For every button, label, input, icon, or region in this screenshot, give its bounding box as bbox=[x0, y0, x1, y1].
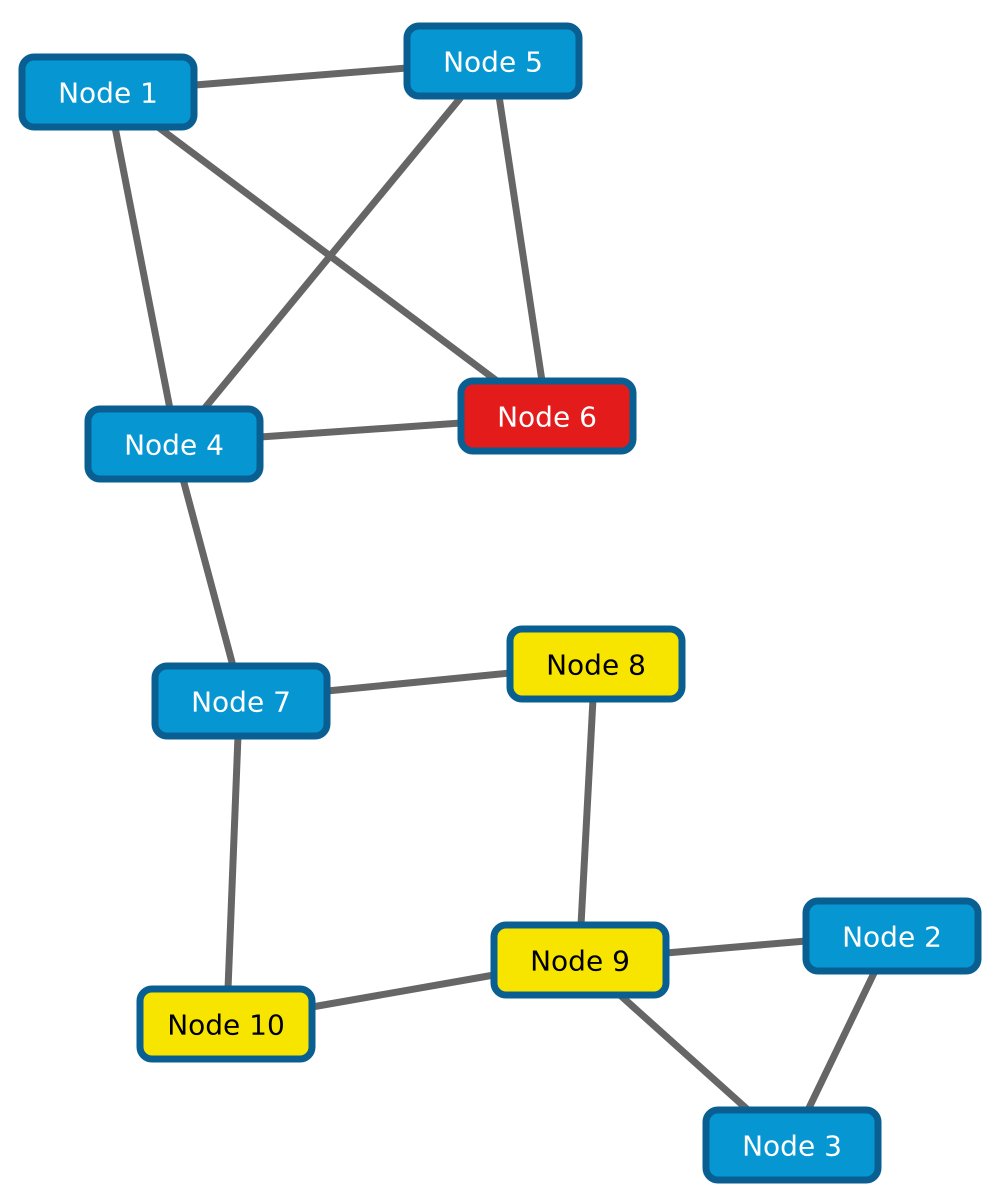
node-box[interactable] bbox=[151, 662, 331, 740]
edge-n2-n3 bbox=[804, 969, 879, 1112]
edge-n10-n9 bbox=[311, 971, 495, 1011]
node-label: Node 3 bbox=[742, 1130, 842, 1163]
node-label: Node 10 bbox=[167, 1009, 285, 1042]
edge-n5-n6 bbox=[495, 95, 546, 382]
node-box[interactable] bbox=[403, 22, 583, 100]
node-box[interactable] bbox=[702, 1106, 882, 1184]
node-label: Node 1 bbox=[58, 77, 158, 110]
node-label: Node 6 bbox=[497, 401, 597, 434]
edge-n9-n2 bbox=[665, 937, 807, 957]
edge-n4-n6 bbox=[259, 419, 462, 441]
edges-layer bbox=[111, 64, 879, 1113]
node-4[interactable]: Node 4 bbox=[84, 405, 264, 483]
node-7[interactable]: Node 7 bbox=[151, 662, 331, 740]
edge-n1-n5 bbox=[194, 64, 408, 89]
node-8[interactable]: Node 8 bbox=[506, 625, 686, 703]
node-5[interactable]: Node 5 bbox=[403, 22, 583, 100]
node-2[interactable]: Node 2 bbox=[802, 897, 982, 975]
node-6[interactable]: Node 6 bbox=[457, 377, 637, 455]
node-box[interactable] bbox=[136, 985, 316, 1063]
edge-n4-n7 bbox=[179, 478, 237, 667]
node-box[interactable] bbox=[18, 53, 198, 131]
edge-n8-n9 bbox=[577, 698, 597, 926]
edge-n5-n4 bbox=[201, 93, 465, 412]
node-box[interactable] bbox=[506, 625, 686, 703]
node-box[interactable] bbox=[490, 921, 670, 999]
node-1[interactable]: Node 1 bbox=[18, 53, 198, 131]
node-label: Node 2 bbox=[842, 921, 942, 954]
node-3[interactable]: Node 3 bbox=[702, 1106, 882, 1184]
node-box[interactable] bbox=[84, 405, 264, 483]
edge-n1-n4 bbox=[111, 126, 174, 410]
edge-n7-n10 bbox=[224, 735, 242, 990]
node-label: Node 7 bbox=[191, 686, 291, 719]
node-10[interactable]: Node 10 bbox=[136, 985, 316, 1063]
edge-n9-n3 bbox=[617, 992, 751, 1113]
node-label: Node 4 bbox=[124, 429, 224, 462]
node-label: Node 9 bbox=[530, 945, 630, 978]
edge-n7-n8 bbox=[326, 669, 511, 695]
node-label: Node 8 bbox=[546, 649, 646, 682]
node-box[interactable] bbox=[802, 897, 982, 975]
node-box[interactable] bbox=[457, 377, 637, 455]
node-9[interactable]: Node 9 bbox=[490, 921, 670, 999]
nodes-layer: Node 1 Node 2 Node 3 Node 4 Node 5 Node 6 Node… bbox=[18, 22, 982, 1184]
node-label: Node 5 bbox=[443, 46, 543, 79]
